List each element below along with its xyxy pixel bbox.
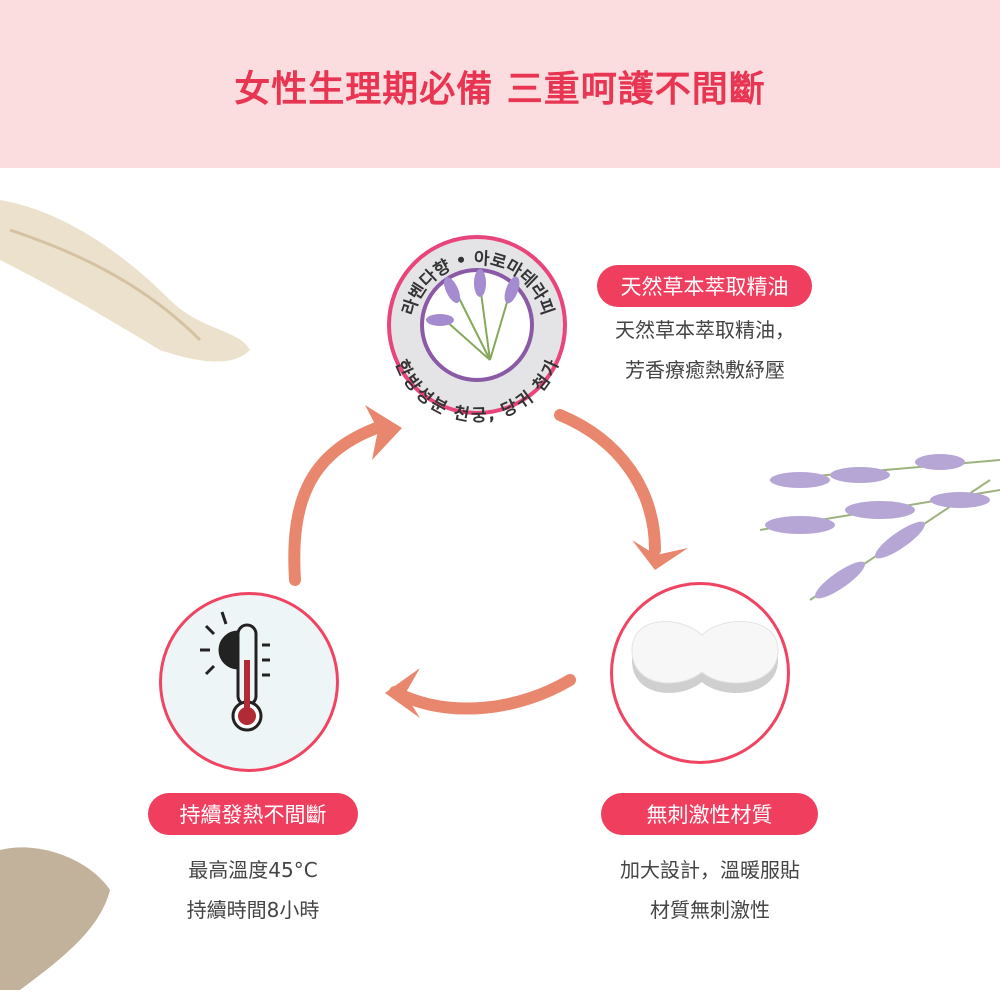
page-title: 女性生理期必備 三重呵護不間斷 — [234, 69, 766, 110]
ginger-root-image — [0, 847, 110, 990]
desc-line: 材質無刺激性 — [650, 898, 770, 922]
header-banner: 女性生理期必備 三重呵護不間斷 — [0, 0, 1000, 168]
desc-line: 天然草本萃取精油， — [615, 318, 795, 342]
desc-line: 最高溫度45°C — [188, 858, 318, 882]
arrow-right-to-left — [389, 674, 576, 715]
desc-line: 持續時間8小時 — [186, 898, 320, 922]
desc-line: 加大設計，溫暖服貼 — [620, 858, 800, 882]
feature-desc-heat: 最高溫度45°C 持續時間8小時 — [138, 850, 368, 930]
feature-label-material: 無刺激性材質 — [601, 793, 818, 835]
lavender-flowers — [765, 454, 990, 599]
feature-desc-material: 加大設計，溫暖服貼 材質無刺激性 — [590, 850, 830, 930]
desc-line: 芳香療癒熱敷紓壓 — [625, 358, 785, 382]
feature-desc-essential-oil: 天然草本萃取精油， 芳香療癒熱敷紓壓 — [590, 310, 820, 390]
arrow-left-to-top — [288, 419, 391, 586]
feature-label-essential-oil: 天然草本萃取精油 — [597, 265, 812, 307]
feature-label-heat: 持續發熱不間斷 — [148, 793, 358, 835]
angelica-root-image — [0, 200, 250, 362]
arrow-top-to-right — [554, 409, 661, 556]
